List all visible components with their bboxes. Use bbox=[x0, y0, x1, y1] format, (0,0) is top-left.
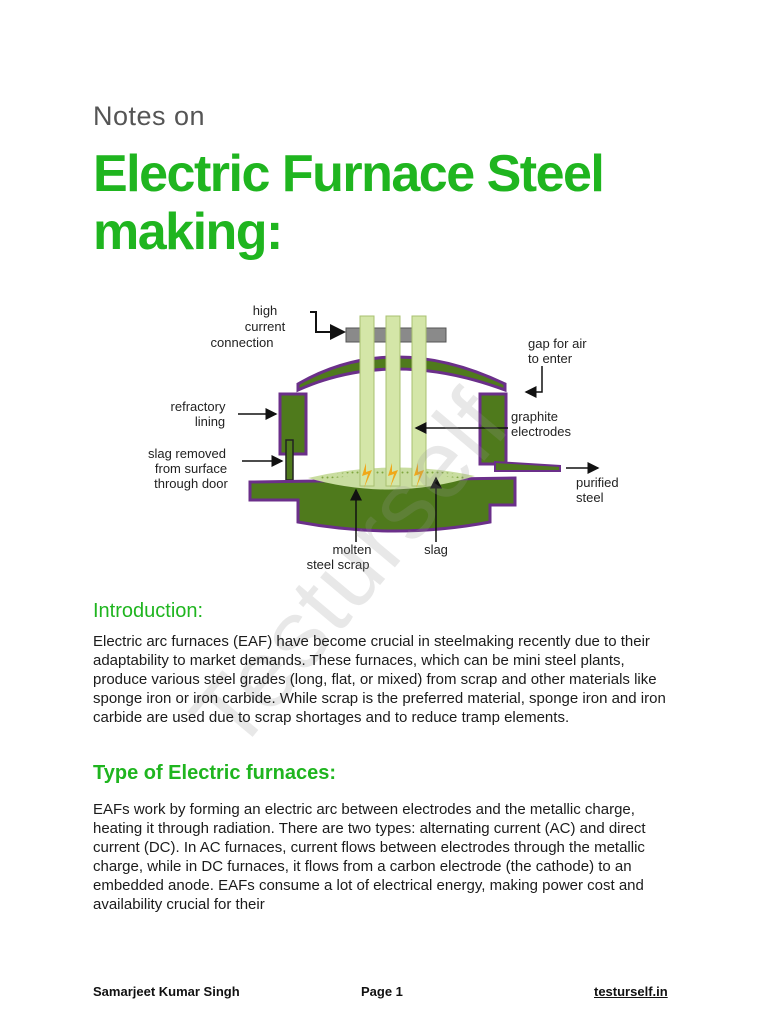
title-kicker: Notes on bbox=[93, 101, 206, 131]
label-slag: slag bbox=[424, 542, 448, 557]
page-title: Electric Furnace Steel making: bbox=[93, 145, 605, 261]
paragraph-introduction: Electric arc furnaces (EAF) have become … bbox=[93, 633, 666, 726]
furnace-roof bbox=[296, 355, 507, 393]
electrode-2 bbox=[385, 315, 401, 487]
furnace-hearth bbox=[248, 476, 517, 533]
footer-page-number: Page 1 bbox=[361, 984, 403, 999]
arc-spark-3 bbox=[414, 463, 424, 488]
arc-spark-1 bbox=[362, 463, 372, 488]
paragraph-types: EAFs work by forming an electric arc bet… bbox=[93, 801, 646, 913]
footer-author: Samarjeet Kumar Singh bbox=[93, 984, 240, 999]
slag-layer bbox=[320, 469, 465, 480]
footer-site-link[interactable]: testurself.in bbox=[594, 984, 668, 999]
electrode-3 bbox=[411, 315, 427, 487]
tap-spout bbox=[494, 460, 561, 472]
arc-spark-2 bbox=[388, 463, 398, 488]
electrode-1 bbox=[359, 315, 375, 487]
section-heading-introduction: Introduction: bbox=[93, 600, 204, 622]
slag-door bbox=[285, 439, 294, 481]
gap-arrow bbox=[524, 366, 543, 398]
section-heading-types: Type of Electric furnaces: bbox=[93, 762, 337, 784]
current-cable bbox=[310, 311, 346, 340]
furnace-wall-right bbox=[478, 392, 508, 466]
